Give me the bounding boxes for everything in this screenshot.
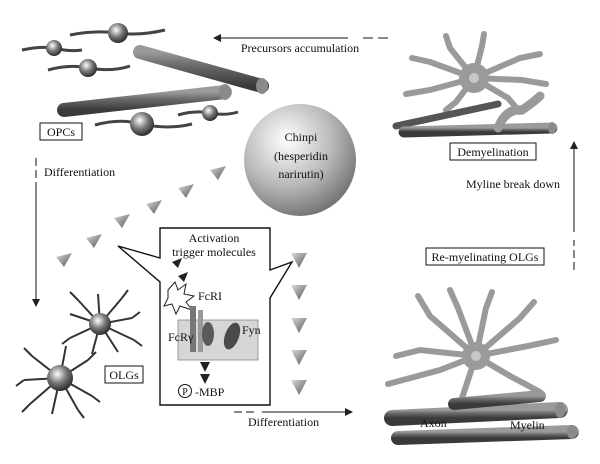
precursors-arrow: Precursors accumulation	[213, 34, 388, 56]
opc-cells	[21, 23, 269, 136]
phospho-circle	[178, 384, 192, 398]
differentiation-bottom-label: Differentiation	[248, 415, 319, 429]
triangle-mark	[178, 184, 194, 198]
demyelination-label: Demyelination	[457, 145, 528, 159]
opc-cell-3	[47, 59, 131, 77]
chinpi-signal-triangles	[56, 166, 226, 267]
olg-cell-2	[15, 345, 101, 419]
chinpi-sphere: Chinpi (hesperidin narirutin)	[244, 104, 356, 216]
opc-cell-5	[177, 105, 239, 121]
triangle-mark	[56, 253, 72, 267]
olg-soma	[47, 365, 73, 391]
opc-cell-4	[94, 112, 193, 136]
myline-break-arrow: Myline break down	[466, 141, 578, 270]
triangle-mark	[291, 285, 307, 300]
chinpi-label-3: narirutin)	[278, 167, 323, 181]
opcs-label-box: OPCs	[39, 122, 83, 141]
mbp-label: -MBP	[195, 385, 225, 399]
differentiation-bottom-arrow: Differentiation	[234, 408, 353, 429]
differentiation-left-arrow: Differentiation	[32, 158, 115, 307]
axon-label: Axon	[420, 416, 447, 430]
triangle-mark	[210, 166, 226, 180]
triangle-mark	[86, 234, 102, 248]
phospho-label: P	[182, 387, 188, 398]
trigger-arrow	[172, 258, 182, 268]
myline-break-label: Myline break down	[466, 177, 560, 191]
remyelinating-label-box: Re-myelinating OLGs	[425, 247, 545, 266]
fyn-shape	[223, 322, 241, 350]
demyelination-label-box: Demyelination	[449, 142, 537, 161]
myelin-label: Myelin	[510, 418, 545, 432]
receptor-chain	[198, 310, 203, 352]
fyn-label: Fyn	[242, 323, 261, 337]
triangle-mark	[291, 380, 307, 395]
activation-label-2: trigger molecules	[172, 245, 256, 259]
olg-cell-1	[61, 289, 143, 355]
vertical-signal-triangles	[291, 253, 307, 395]
opc-cell-1	[69, 23, 166, 43]
activation-label: Activation	[189, 231, 240, 245]
fcr-gamma-shape	[202, 322, 214, 346]
chinpi-label-2: (hesperidin	[274, 149, 328, 163]
opc-axon-2	[57, 84, 232, 117]
fcri-label: FcRI	[198, 289, 222, 303]
demyelination-cell	[392, 31, 558, 138]
trigger-arrow	[178, 272, 188, 282]
down-arrow	[200, 362, 210, 372]
olgs-label: OLGs	[109, 368, 139, 382]
opc-axon-1	[133, 45, 269, 94]
receptor-chain	[190, 306, 196, 352]
olg-soma	[89, 313, 111, 335]
triangle-mark	[291, 318, 307, 333]
remyelinating-label: Re-myelinating OLGs	[432, 250, 539, 264]
triangle-mark	[146, 200, 162, 214]
opc-cell-2	[21, 40, 83, 56]
precursors-label: Precursors accumulation	[241, 41, 359, 55]
triangle-mark	[114, 214, 130, 228]
opcs-label: OPCs	[47, 125, 75, 139]
triangle-mark	[291, 253, 307, 268]
differentiation-left-label: Differentiation	[44, 165, 115, 179]
olg-cells	[15, 289, 143, 419]
fcrg-label: FcRγ	[168, 330, 194, 344]
down-arrow	[200, 374, 210, 384]
activation-callout: Activation trigger molecules FcRI FcRγ F…	[117, 227, 294, 406]
triangle-mark	[291, 350, 307, 365]
fc-burst-icon	[163, 281, 196, 316]
remyelinating-cell	[384, 287, 579, 445]
olgs-label-box: OLGs	[104, 365, 144, 384]
chinpi-label: Chinpi	[285, 130, 318, 144]
